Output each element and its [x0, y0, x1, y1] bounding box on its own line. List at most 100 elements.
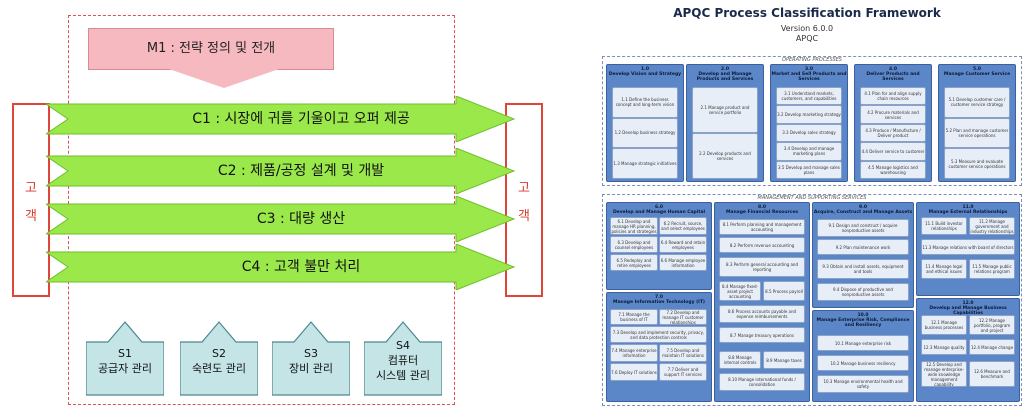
korean-process-diagram: M1 : 전략 정의 및 전개 고 객 고 객 C1 : 시장에 귀를 기울이고… — [12, 15, 543, 405]
apqc-process-box: 6.5 Redeploy and retire employees — [610, 254, 658, 271]
support-code-s2: S2 — [212, 347, 226, 360]
support-code-s1: S1 — [118, 347, 132, 360]
apqc-process-box: 2.1 Manage product and service portfolio — [692, 87, 758, 133]
apqc-version: Version 6.0.0 — [780, 24, 834, 33]
apqc-category-title: Deliver Products and Services — [866, 72, 920, 82]
customer-left-box: 고 객 — [12, 103, 50, 297]
apqc-process-box: 8.7 Manage treasury operations — [719, 327, 805, 343]
apqc-category-title: Market and Sell Products and Services — [771, 72, 847, 82]
apqc-process-box: 3.2 Develop marketing strategy — [776, 105, 842, 124]
apqc-category-number: 1.0 — [641, 67, 649, 72]
apqc-process-box: 4.2 Procure materials and services — [860, 105, 926, 124]
up-arrow-box-shape — [364, 321, 442, 396]
up-arrow-box-shape — [86, 321, 164, 396]
support-label-s4: 컴퓨터 시스템 관리 — [375, 354, 431, 382]
support-code-s4: S4 — [396, 339, 410, 352]
support-s1: S1 공급자 관리 — [86, 320, 164, 396]
apqc-category-title: Develop and Manage Products and Services — [696, 72, 754, 82]
apqc-category-number: 5.0 — [973, 67, 981, 72]
apqc-title: APQC Process Classification Framework — [673, 6, 941, 20]
apqc-process-box: 3.3 Develop sales strategy — [776, 123, 842, 143]
apqc-process-box: 8.6 Process accounts payable and expense… — [719, 305, 805, 323]
support-label-s1: 공급자 관리 — [97, 362, 153, 375]
apqc-category-number: 9.0 — [859, 205, 867, 210]
apqc-process-box: 4.1 Plan for and align supply chain reso… — [860, 87, 926, 106]
apqc-process-box: 8.1 Perform planning and management acco… — [719, 219, 805, 235]
apqc-process-box: 4.3 Produce / Manufacture / Deliver prod… — [860, 123, 926, 143]
apqc-process-box: 1.3 Manage strategic initiatives — [612, 148, 678, 179]
apqc-process-box: 10.1 Manage enterprise risk — [817, 335, 909, 351]
customer-right-char-2: 객 — [518, 209, 530, 224]
apqc-category-title: Manage External Relationships — [928, 210, 1008, 215]
apqc-process-box: 7.4 Manage enterprise information — [610, 344, 658, 362]
apqc-process-box: 12.3 Manage quality — [921, 339, 967, 355]
arrow-shape — [46, 148, 516, 194]
apqc-category-number: 12.0 — [962, 301, 974, 306]
apqc-process-box: 12.1 Manage business processes — [921, 315, 967, 335]
core-process-c4: C4 : 고객 불만 처리 — [46, 244, 516, 290]
apqc-process-box: 8.5 Process payroll — [763, 281, 805, 301]
apqc-process-box: 8.10 Manage international funds / consol… — [719, 373, 805, 391]
apqc-process-box: 6.1 Develop and manage HR planning, poli… — [610, 217, 658, 235]
apqc-process-box: 7.7 Deliver and support IT services — [659, 363, 707, 381]
apqc-process-box: 12.4 Manage change — [969, 339, 1015, 355]
support-s3: S3 장비 관리 — [272, 320, 350, 396]
apqc-category-number: 6.0 — [655, 205, 663, 210]
apqc-category-number: 11.0 — [962, 205, 974, 210]
apqc-process-box: 7.3 Develop and implement security, priv… — [610, 326, 707, 343]
apqc-process-box: 10.3 Manage environmental health and saf… — [817, 375, 909, 393]
support-label-s2: 숙련도 관리 — [191, 362, 247, 375]
apqc-category-title: Develop and Manage Business Capabilities — [929, 306, 1007, 316]
apqc-process-box: 8.9 Manage taxes — [763, 351, 805, 369]
apqc-category-title: Manage Information Technology (IT) — [613, 300, 705, 305]
apqc-process-box: 5.3 Measure and evaluate customer servic… — [944, 148, 1010, 179]
core-label-c2: C2 : 제품/공정 설계 및 개발 — [217, 163, 385, 179]
apqc-process-box: 1.2 Develop business strategy — [612, 117, 678, 149]
management-section: MANAGEMENT AND SUPPORTING SERVICES — [602, 194, 1022, 406]
apqc-process-box: 6.6 Manage employee information — [659, 254, 707, 271]
apqc-process-box: 11.5 Manage public relations program — [969, 259, 1015, 279]
apqc-category-title: Manage Customer Service — [943, 72, 1011, 77]
m1-down-arrow — [166, 68, 282, 88]
operating-label: OPERATING PROCESSES — [782, 57, 842, 63]
apqc-category-number: 4.0 — [889, 67, 897, 72]
core-process-c3: C3 : 대량 생산 — [46, 196, 516, 242]
apqc-process-box: 8.3 Perform general accounting and repor… — [719, 257, 805, 277]
apqc-process-box: 3.1 Understand markets, customers, and c… — [776, 87, 842, 106]
apqc-process-box: 8.2 Perform revenue accounting — [719, 237, 805, 253]
customer-right-box: 고 객 — [505, 103, 543, 297]
apqc-process-box: 7.5 Develop and maintain IT solutions — [659, 344, 707, 362]
support-code-s3: S3 — [304, 347, 318, 360]
apqc-process-box: 11.3 Manage relations with board of dire… — [921, 239, 1015, 255]
apqc-process-box: 4.5 Manage logistics and warehousing — [860, 160, 926, 179]
customer-right-char-1: 고 — [518, 181, 530, 196]
apqc-process-box: 8.8 Manage internal controls — [719, 351, 761, 369]
support-label-s3: 장비 관리 — [289, 362, 333, 375]
apqc-process-box: 5.2 Plan and manage customer service ope… — [944, 117, 1010, 149]
apqc-category-title: Manage Enterprise Risk, Compliance and R… — [816, 318, 910, 328]
apqc-category-title: Acquire, Construct and Manage Assets — [813, 210, 913, 215]
apqc-process-box: 11.4 Manage legal and ethical issues — [921, 259, 967, 279]
apqc-process-box: 2.2 Develop products and services — [692, 133, 758, 179]
apqc-process-box: 8.4 Manage fixed-asset project accountin… — [719, 281, 761, 301]
apqc-framework: APQC Process Classification Framework Ve… — [590, 0, 1024, 408]
core-process-c1: C1 : 시장에 귀를 기울이고 오퍼 제공 — [46, 96, 516, 142]
apqc-process-box: 7.6 Deploy IT solutions — [610, 363, 658, 381]
customer-left-char-1: 고 — [25, 181, 37, 196]
management-label: MANAGEMENT AND SUPPORTING SERVICES — [757, 195, 867, 201]
